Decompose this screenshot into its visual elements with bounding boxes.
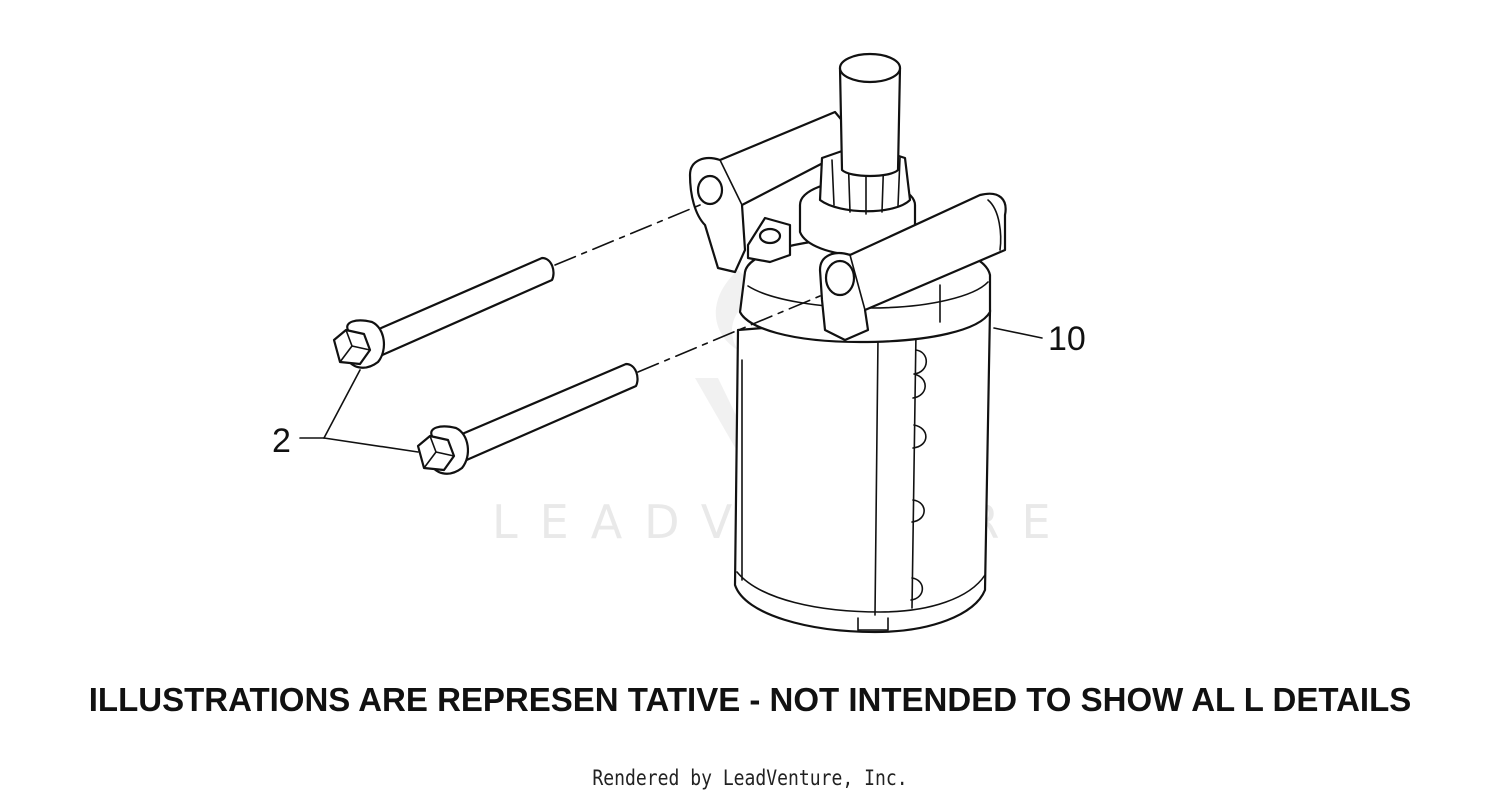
callout-10: 10 xyxy=(993,320,1086,358)
callout-10-label: 10 xyxy=(1048,320,1086,358)
callout-2-label: 2 xyxy=(272,422,291,460)
rendered-by-footer: Rendered by LeadVenture, Inc. xyxy=(592,766,908,790)
starter-motor-diagram: LEADVENTURE xyxy=(272,52,1086,634)
starter-motor-body xyxy=(733,308,992,634)
callout-2: 2 xyxy=(272,369,419,460)
terminal-post xyxy=(746,216,792,264)
illustration-disclaimer: ILLUSTRATIONS ARE REPRESEN TATIVE - NOT … xyxy=(88,681,1412,718)
rear-mounting-ear xyxy=(688,110,852,274)
lower-bolt xyxy=(416,295,821,475)
front-mounting-bracket xyxy=(818,192,1007,342)
upper-bolt xyxy=(332,204,701,369)
drive-shaft xyxy=(838,52,902,178)
